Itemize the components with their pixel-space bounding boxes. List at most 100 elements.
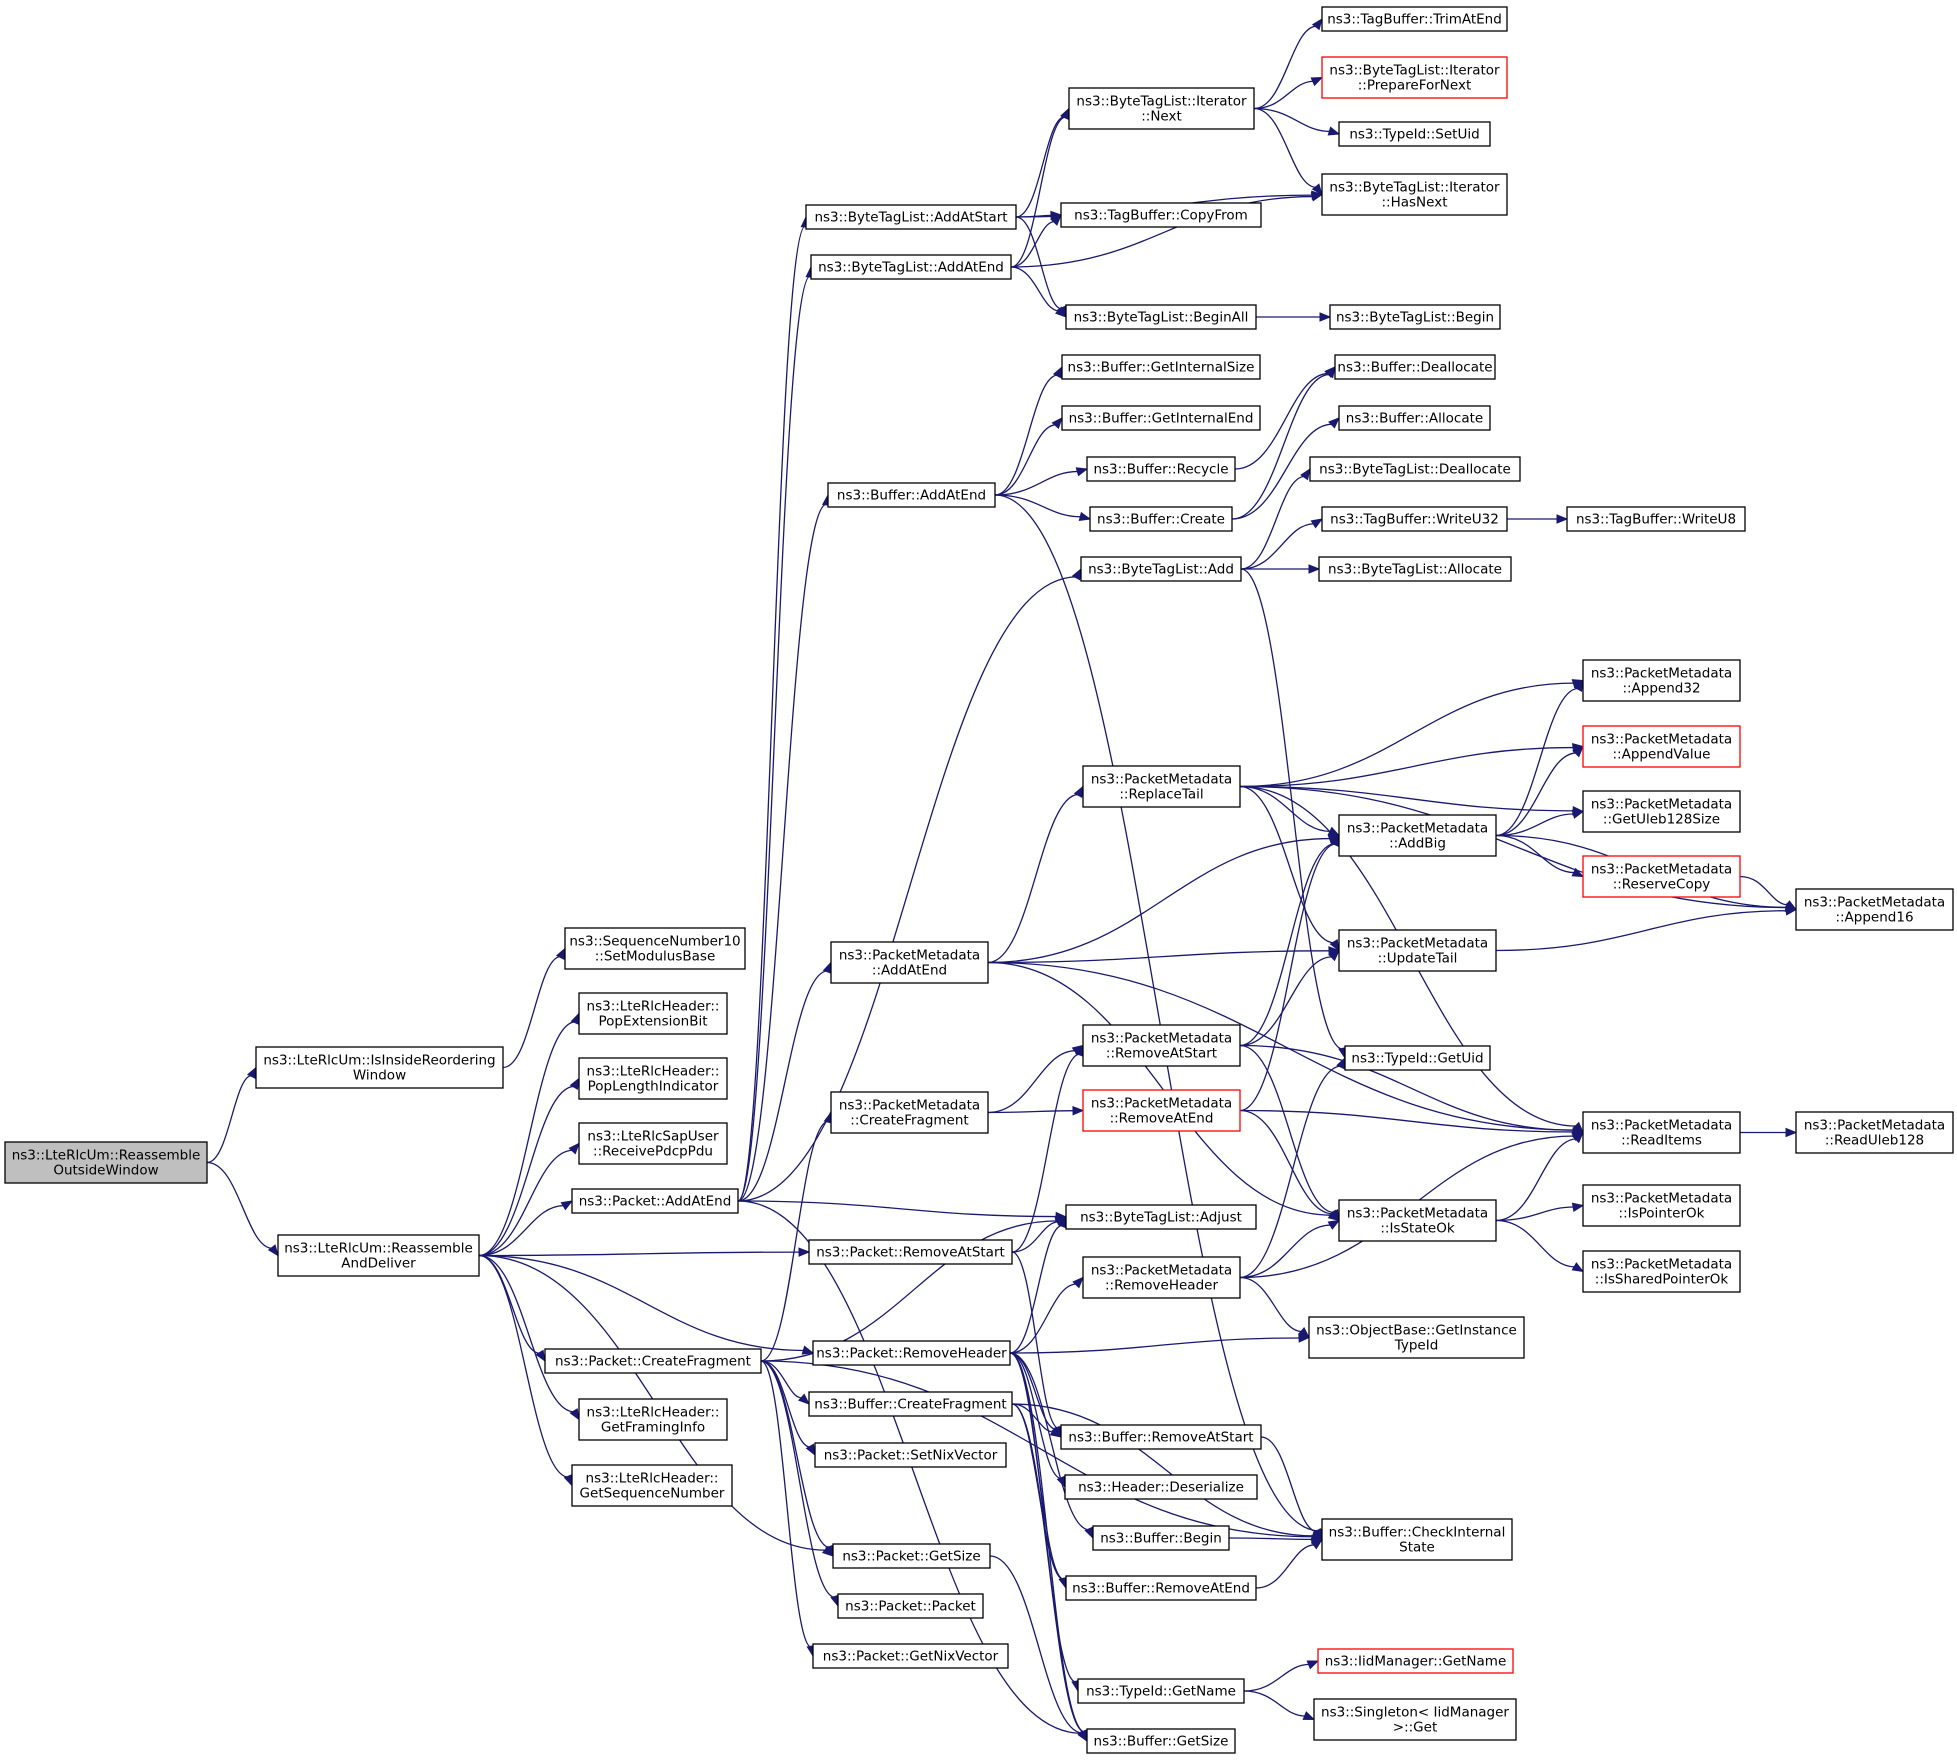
node-box-packetCreateFragment[interactable] bbox=[544, 1348, 762, 1374]
node-box-typeIdSetUid[interactable] bbox=[1338, 121, 1491, 147]
node-btlAddAtEnd[interactable]: ns3::ByteTagList::AddAtEnd bbox=[810, 254, 1012, 280]
node-box-btlBegin[interactable] bbox=[1329, 304, 1501, 330]
node-box-pmAppend16[interactable] bbox=[1795, 888, 1954, 931]
node-btlDeallocate[interactable]: ns3::ByteTagList::Deallocate bbox=[1309, 456, 1521, 482]
node-box-bufferCreateFragment[interactable] bbox=[808, 1391, 1013, 1417]
node-tbWriteU32[interactable]: ns3::TagBuffer::WriteU32 bbox=[1321, 506, 1508, 532]
node-btlAllocate[interactable]: ns3::ByteTagList::Allocate bbox=[1318, 556, 1512, 582]
node-btlAddAtStart[interactable]: ns3::ByteTagList::AddAtStart bbox=[805, 204, 1017, 230]
node-box-iidGetName[interactable] bbox=[1317, 1648, 1514, 1674]
node-pmRemoveAtEnd[interactable]: ns3::PacketMetadata::RemoveAtEnd bbox=[1082, 1089, 1241, 1132]
node-typeIdSetUid[interactable]: ns3::TypeId::SetUid bbox=[1338, 121, 1491, 147]
node-packetSetNixVector[interactable]: ns3::Packet::SetNixVector bbox=[814, 1442, 1007, 1468]
node-pmRemoveHeader[interactable]: ns3::PacketMetadata::RemoveHeader bbox=[1082, 1256, 1241, 1299]
node-bufGetSize[interactable]: ns3::Buffer::GetSize bbox=[1086, 1728, 1236, 1754]
node-receivePdcpPdu[interactable]: ns3::LteRlcSapUser::ReceivePdcpPdu bbox=[578, 1122, 728, 1165]
node-box-bufRemoveAtStart[interactable] bbox=[1060, 1424, 1262, 1450]
node-box-btlItNext[interactable] bbox=[1068, 87, 1255, 130]
node-box-pmRemoveAtStart[interactable] bbox=[1082, 1024, 1241, 1067]
node-box-pmIsPointerOk[interactable] bbox=[1582, 1184, 1741, 1227]
node-box-pmAppendValue[interactable] bbox=[1582, 725, 1741, 768]
node-box-bufferAddAtEnd[interactable] bbox=[827, 482, 996, 508]
node-box-tbTrimAtEnd[interactable] bbox=[1321, 6, 1508, 32]
node-box-packetSetNixVector[interactable] bbox=[814, 1442, 1007, 1468]
node-pmReadItems[interactable]: ns3::PacketMetadata::ReadItems bbox=[1582, 1111, 1741, 1154]
node-packetRemoveHeader[interactable]: ns3::Packet::RemoveHeader bbox=[812, 1340, 1011, 1366]
node-bufRecycle[interactable]: ns3::Buffer::Recycle bbox=[1086, 456, 1236, 482]
node-pmAppendValue[interactable]: ns3::PacketMetadata::AppendValue bbox=[1582, 725, 1741, 768]
node-box-packetAddAtEnd[interactable] bbox=[571, 1188, 739, 1214]
node-box-pmRemoveAtEnd[interactable] bbox=[1082, 1089, 1241, 1132]
node-box-btlAdd[interactable] bbox=[1080, 556, 1242, 582]
node-box-typeIdGetName[interactable] bbox=[1077, 1678, 1245, 1704]
node-pmRemoveAtStart[interactable]: ns3::PacketMetadata::RemoveAtStart bbox=[1082, 1024, 1241, 1067]
node-box-pmGetUleb128Size[interactable] bbox=[1582, 790, 1741, 833]
node-box-btlAddAtStart[interactable] bbox=[805, 204, 1017, 230]
node-box-pmAddBig[interactable] bbox=[1338, 814, 1497, 857]
node-getSequenceNumber[interactable]: ns3::LteRlcHeader::GetSequenceNumber bbox=[571, 1464, 733, 1507]
node-pmCreateFragment[interactable]: ns3::PacketMetadata::CreateFragment bbox=[830, 1091, 989, 1134]
node-box-bufGetInternalEnd[interactable] bbox=[1061, 405, 1261, 431]
node-bufCreate[interactable]: ns3::Buffer::Create bbox=[1089, 506, 1233, 532]
node-pmAddBig[interactable]: ns3::PacketMetadata::AddBig bbox=[1338, 814, 1497, 857]
node-box-reassembleAndDeliver[interactable] bbox=[277, 1234, 480, 1277]
node-box-popExtensionBit[interactable] bbox=[578, 992, 728, 1035]
node-box-bufBegin[interactable] bbox=[1092, 1525, 1230, 1551]
node-packetRemoveAtStart[interactable]: ns3::Packet::RemoveAtStart bbox=[808, 1239, 1013, 1265]
node-box-packetGetSize[interactable] bbox=[832, 1543, 991, 1569]
node-bufGetInternalEnd[interactable]: ns3::Buffer::GetInternalEnd bbox=[1061, 405, 1261, 431]
node-pmIsStateOk[interactable]: ns3::PacketMetadata::IsStateOk bbox=[1338, 1199, 1497, 1242]
node-pmAppend32[interactable]: ns3::PacketMetadata::Append32 bbox=[1582, 659, 1741, 702]
node-packetGetSize[interactable]: ns3::Packet::GetSize bbox=[832, 1543, 991, 1569]
node-pmReserveCopy[interactable]: ns3::PacketMetadata::ReserveCopy bbox=[1582, 855, 1741, 898]
node-btlAdd[interactable]: ns3::ByteTagList::Add bbox=[1080, 556, 1242, 582]
node-btlBeginAll[interactable]: ns3::ByteTagList::BeginAll bbox=[1065, 304, 1257, 330]
node-box-btlAllocate[interactable] bbox=[1318, 556, 1512, 582]
node-box-seqSetModulusBase[interactable] bbox=[564, 927, 746, 970]
node-box-pmIsSharedPointerOk[interactable] bbox=[1582, 1250, 1741, 1293]
node-box-root[interactable] bbox=[4, 1141, 208, 1184]
node-box-pmReadItems[interactable] bbox=[1582, 1111, 1741, 1154]
node-packetGetNixVector[interactable]: ns3::Packet::GetNixVector bbox=[812, 1643, 1009, 1669]
node-box-pmReadUleb128[interactable] bbox=[1795, 1111, 1954, 1154]
node-box-tbCopyFrom[interactable] bbox=[1060, 202, 1262, 228]
node-bufferAddAtEnd[interactable]: ns3::Buffer::AddAtEnd bbox=[827, 482, 996, 508]
node-pmAppend16[interactable]: ns3::PacketMetadata::Append16 bbox=[1795, 888, 1954, 931]
node-box-receivePdcpPdu[interactable] bbox=[578, 1122, 728, 1165]
node-box-bufRecycle[interactable] bbox=[1086, 456, 1236, 482]
node-bufRemoveAtStart[interactable]: ns3::Buffer::RemoveAtStart bbox=[1060, 1424, 1262, 1450]
node-getFramingInfo[interactable]: ns3::LteRlcHeader::GetFramingInfo bbox=[578, 1398, 728, 1441]
node-popExtensionBit[interactable]: ns3::LteRlcHeader::PopExtensionBit bbox=[578, 992, 728, 1035]
node-box-pmUpdateTail[interactable] bbox=[1338, 929, 1497, 972]
node-pmIsSharedPointerOk[interactable]: ns3::PacketMetadata::IsSharedPointerOk bbox=[1582, 1250, 1741, 1293]
node-box-btlAddAtEnd[interactable] bbox=[810, 254, 1012, 280]
node-tbCopyFrom[interactable]: ns3::TagBuffer::CopyFrom bbox=[1060, 202, 1262, 228]
node-box-pmReserveCopy[interactable] bbox=[1582, 855, 1741, 898]
node-box-tbWriteU8[interactable] bbox=[1566, 506, 1746, 532]
node-btlItNext[interactable]: ns3::ByteTagList::Iterator::Next bbox=[1068, 87, 1255, 130]
node-packetAddAtEnd[interactable]: ns3::Packet::AddAtEnd bbox=[571, 1188, 739, 1214]
node-box-isInsideReordering[interactable] bbox=[255, 1046, 504, 1089]
node-packetPacket[interactable]: ns3::Packet::Packet bbox=[837, 1593, 984, 1619]
node-box-pmRemoveHeader[interactable] bbox=[1082, 1256, 1241, 1299]
node-typeIdGetName[interactable]: ns3::TypeId::GetName bbox=[1077, 1678, 1245, 1704]
node-box-bufGetSize[interactable] bbox=[1086, 1728, 1236, 1754]
node-box-pmReplaceTail[interactable] bbox=[1082, 765, 1241, 808]
node-box-packetRemoveAtStart[interactable] bbox=[808, 1239, 1013, 1265]
node-bufBegin[interactable]: ns3::Buffer::Begin bbox=[1092, 1525, 1230, 1551]
node-box-bufRemoveAtEnd[interactable] bbox=[1065, 1575, 1257, 1601]
node-iidGetName[interactable]: ns3::IidManager::GetName bbox=[1317, 1648, 1514, 1674]
node-box-btlDeallocate[interactable] bbox=[1309, 456, 1521, 482]
node-box-popLengthIndicator[interactable] bbox=[578, 1057, 728, 1100]
node-box-btlAdjust[interactable] bbox=[1065, 1204, 1257, 1230]
node-pmUpdateTail[interactable]: ns3::PacketMetadata::UpdateTail bbox=[1338, 929, 1497, 972]
node-pmGetUleb128Size[interactable]: ns3::PacketMetadata::GetUleb128Size bbox=[1582, 790, 1741, 833]
node-bufAllocate[interactable]: ns3::Buffer::Allocate bbox=[1338, 405, 1491, 431]
node-bufGetInternalSize[interactable]: ns3::Buffer::GetInternalSize bbox=[1061, 354, 1261, 380]
node-box-btlItHasNext[interactable] bbox=[1321, 173, 1508, 216]
node-tbWriteU8[interactable]: ns3::TagBuffer::WriteU8 bbox=[1566, 506, 1746, 532]
node-box-headerDeserialize[interactable] bbox=[1064, 1474, 1258, 1500]
